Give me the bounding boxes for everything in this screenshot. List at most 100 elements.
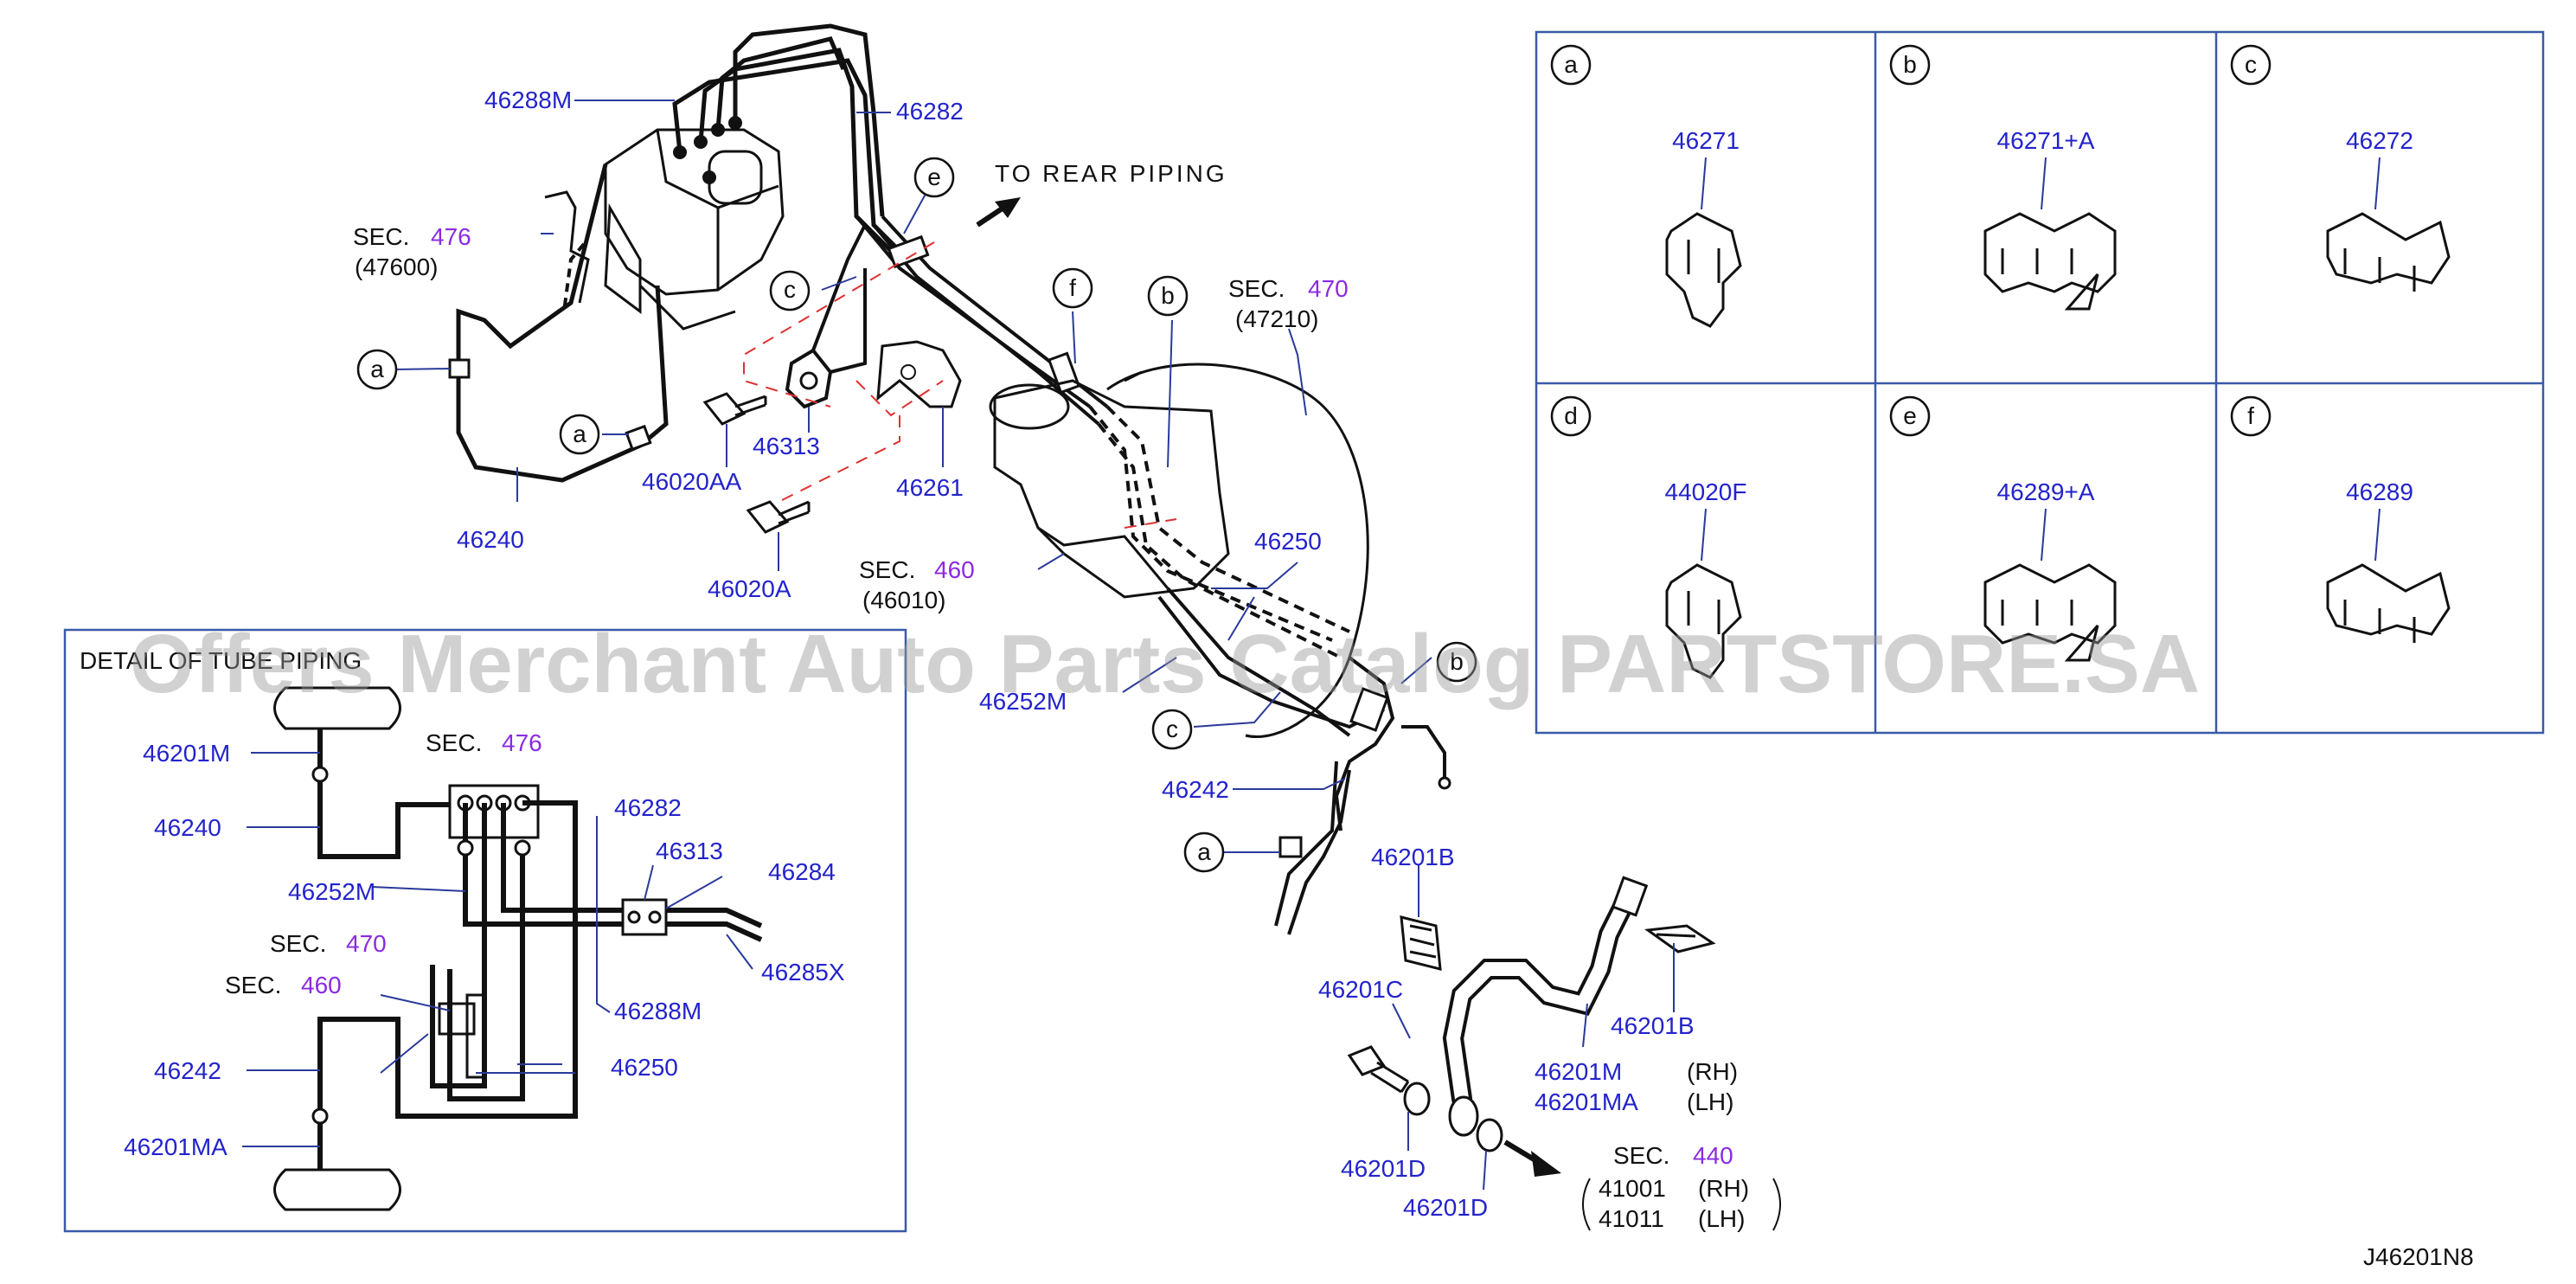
- sec-440-item-1: 41001: [1599, 1175, 1666, 1202]
- label-46201B-right: 46201B: [1611, 1012, 1695, 1039]
- detail-label-46288M: 46288M: [614, 998, 702, 1024]
- clip-cell-illustration: [1665, 563, 1742, 679]
- detail-label-46250: 46250: [611, 1054, 678, 1081]
- clip-cell-part-number: 46271+A: [1997, 127, 2095, 154]
- label-46240: 46240: [457, 526, 524, 553]
- clip-cell-illustration: [1665, 212, 1742, 328]
- brake-master-cylinder-booster: [989, 363, 1369, 738]
- label-46313: 46313: [753, 433, 820, 459]
- svg-text:c: c: [784, 276, 796, 303]
- clip-cell-letter: c: [2245, 51, 2257, 78]
- main-labels: 46288M 46282 SEC. 476 (47600) 46313 4626…: [353, 87, 2474, 1270]
- callout-b-2: b: [1436, 641, 1477, 683]
- clip-cell-letter-circle: [1550, 395, 1592, 437]
- label-46201MA: 46201MA: [1535, 1088, 1638, 1115]
- clip-reference-table: a46271b46271+Ac46272d44020Fe46289+Af4628…: [1535, 30, 2545, 735]
- clip-cell-letter-circle: [1889, 395, 1931, 437]
- clip-cell-part-number: 46271: [1672, 127, 1740, 154]
- svg-text:b: b: [1161, 282, 1175, 309]
- clip-cell-letter: f: [2247, 402, 2254, 429]
- label-46020AA: 46020AA: [642, 468, 742, 495]
- clip-cell-part-number: 46272: [2346, 127, 2413, 154]
- detail-sec-460-number: 460: [301, 972, 342, 998]
- bolt-46201C: [1347, 1045, 1410, 1094]
- watermark-text: Offers Merchant Auto Parts Catalog PARTS…: [130, 618, 2200, 710]
- callout-a-2: a: [559, 414, 600, 455]
- callout-a-3: a: [1183, 831, 1225, 873]
- callout-e-1: e: [913, 157, 955, 198]
- label-46282: 46282: [896, 98, 964, 125]
- clip-cell-b: b 46271+A: [1889, 44, 2117, 311]
- svg-text:e: e: [927, 164, 941, 190]
- detail-label-46201MA: 46201MA: [124, 1133, 227, 1160]
- sec-440-number: 440: [1693, 1142, 1733, 1169]
- detail-top-cylinder: [273, 686, 401, 730]
- clip-cell-leader-line: [1701, 157, 1707, 210]
- clip-cell-leader-line: [2374, 508, 2381, 562]
- detail-title: DETAIL OF TUBE PIPING: [80, 647, 362, 674]
- detail-sec-460-prefix: SEC.: [225, 972, 281, 998]
- sec-460-sub: (46010): [862, 587, 946, 613]
- callout-a-1: a: [356, 349, 398, 390]
- clip-cell-part-number: 46289+A: [1997, 478, 2095, 505]
- detail-tube-piping-panel: DETAIL OF TUBE PIPING: [63, 628, 907, 1233]
- sec-470-number: 470: [1308, 275, 1349, 302]
- detail-label-46240: 46240: [154, 814, 221, 841]
- label-46201C: 46201C: [1318, 976, 1403, 1003]
- label-46288M: 46288M: [484, 87, 572, 113]
- label-46201D-2: 46201D: [1403, 1194, 1488, 1221]
- clip-cell-letter-circle: [2230, 44, 2272, 86]
- clip-cell-letter: b: [1903, 51, 1917, 78]
- label-46201B-top: 46201B: [1371, 844, 1455, 870]
- clip-cell-leader-line: [2041, 508, 2047, 562]
- clip-46201B-right: [1644, 924, 1716, 953]
- callout-c-2: c: [1151, 709, 1193, 750]
- detail-sec-476-number: 476: [502, 729, 542, 756]
- svg-text:b: b: [1450, 648, 1464, 675]
- clip-cell-c: c 46272: [2230, 44, 2451, 292]
- detail-label-46284: 46284: [768, 858, 836, 885]
- washer-46201D-2: [1476, 1118, 1503, 1152]
- diagram-code: J46201N8: [2363, 1243, 2474, 1270]
- label-46020A: 46020A: [708, 575, 791, 602]
- callout-c-1: c: [769, 270, 811, 311]
- bracket-46261: [876, 340, 962, 408]
- detail-sec-470-prefix: SEC.: [270, 930, 326, 957]
- clip-cell-letter-circle: [1889, 44, 1931, 86]
- clip-cell-leader-line: [2374, 157, 2381, 210]
- sec-476-prefix: SEC.: [353, 223, 409, 250]
- svg-text:a: a: [1197, 838, 1211, 865]
- label-46252M: 46252M: [979, 688, 1067, 715]
- sec-476-sub: (47600): [355, 254, 439, 280]
- label-46261: 46261: [896, 474, 964, 501]
- clip-cell-letter-circle: [2230, 395, 2272, 437]
- clip-cell-leader-line: [1701, 508, 1707, 562]
- sec-440-item-2: 41011: [1599, 1205, 1664, 1232]
- svg-text:a: a: [573, 421, 586, 447]
- sec-460-prefix: SEC.: [859, 556, 915, 583]
- actuator-bracket: [544, 190, 590, 304]
- detail-sec-476-prefix: SEC.: [426, 729, 482, 756]
- sec-440-bracket-left: [1582, 1178, 1591, 1231]
- clip-cell-letter: d: [1564, 402, 1578, 429]
- connector-46313: [785, 224, 867, 409]
- callout-f-1: f: [1052, 267, 1093, 309]
- svg-text:a: a: [370, 356, 384, 382]
- washer-46201D-1: [1403, 1082, 1431, 1116]
- detail-label-46242: 46242: [154, 1057, 221, 1084]
- label-46250: 46250: [1254, 528, 1322, 555]
- sec-440-prefix: SEC.: [1613, 1142, 1669, 1169]
- abs-actuator-unit: [604, 116, 785, 331]
- clip-cell-letter: e: [1903, 402, 1917, 429]
- clip-cell-e: e 46289+A: [1889, 395, 2117, 662]
- clip-46201B-left: [1400, 915, 1442, 971]
- detail-label-46285X: 46285X: [761, 959, 845, 985]
- detail-label-46282: 46282: [614, 794, 682, 821]
- sec-470-sub: (47210): [1235, 305, 1319, 332]
- label-46201MA-side: (LH): [1687, 1088, 1733, 1115]
- clip-cell-letter-circle: [1550, 44, 1592, 86]
- svg-text:c: c: [1166, 716, 1178, 742]
